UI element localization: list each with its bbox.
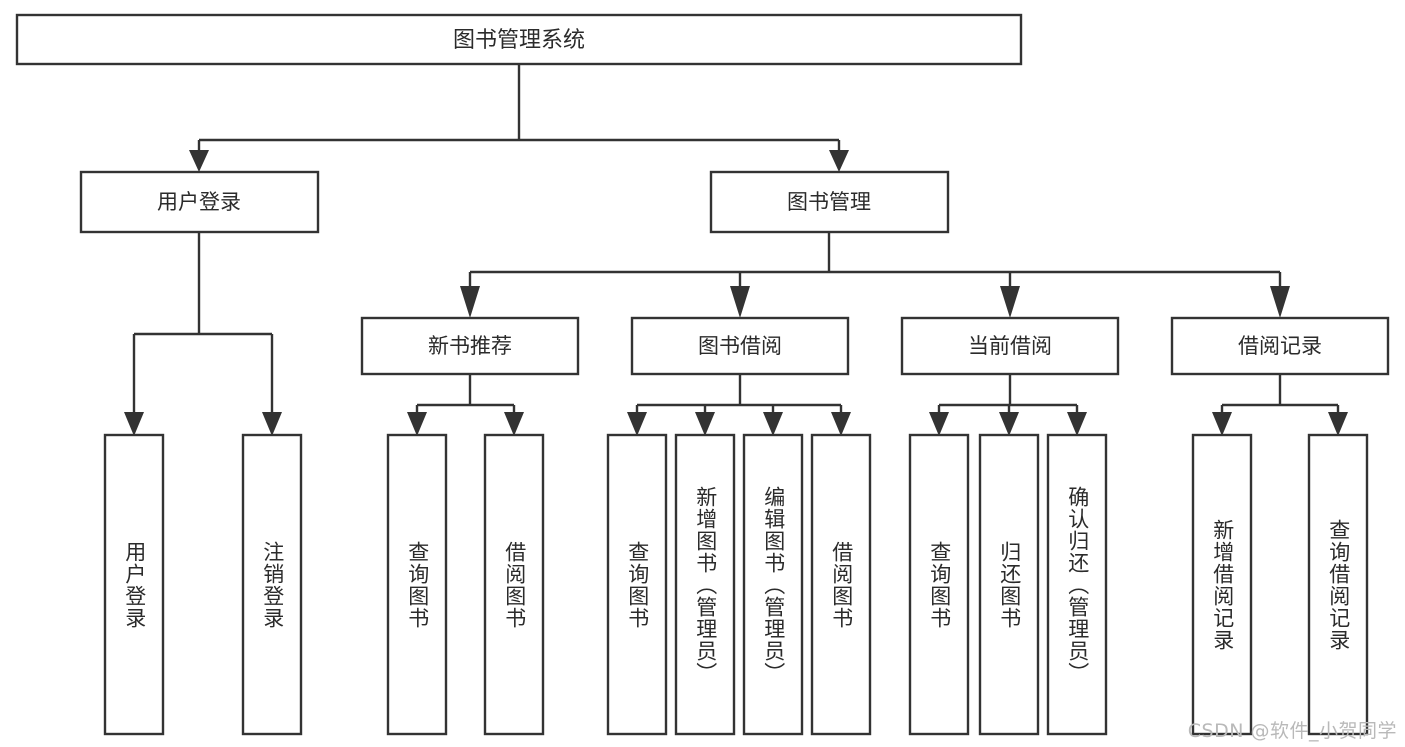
node-box-leaf-borrowrecord-add[interactable] xyxy=(1191,433,1253,736)
arrow-head-leaf-bookborrow-2 xyxy=(695,412,715,436)
node-box-leaf-currentborrow-return[interactable] xyxy=(978,433,1040,736)
node-label-user-login: 用户登录 xyxy=(157,190,241,214)
arrow-head-leaf-currentborrow-3 xyxy=(1067,412,1087,436)
arrow-head-leaf-user-login xyxy=(124,412,144,436)
node-box-leaf-newbook-query[interactable] xyxy=(386,433,448,736)
node-box-leaf-bookborrow-edit[interactable] xyxy=(742,433,804,736)
arrow-head-book-mgmt xyxy=(829,150,849,172)
arrow-head-user-login xyxy=(189,150,209,172)
arrow-head-leaf-currentborrow-1 xyxy=(929,412,949,436)
node-box-leaf-currentborrow-query[interactable] xyxy=(908,433,970,736)
node-label-current-borrow: 当前借阅 xyxy=(968,334,1052,358)
arrow-head-leaf-bookborrow-3 xyxy=(763,412,783,436)
node-label-root: 图书管理系统 xyxy=(453,28,585,53)
connectors-group xyxy=(124,64,1348,436)
arrow-head-borrow-record xyxy=(1270,286,1290,318)
node-box-book-management[interactable] xyxy=(709,170,950,234)
node-box-root[interactable] xyxy=(15,13,1023,66)
node-box-leaf-bookborrow-borrow[interactable] xyxy=(810,433,872,736)
boxes-group: 图书管理系统 用户登录 图书管理 新书推荐 图书借阅 当前借阅 借阅记录 xyxy=(15,13,1390,736)
node-box-leaf-newbook-borrow[interactable] xyxy=(483,433,545,736)
arrow-head-leaf-borrowrecord-2 xyxy=(1328,412,1348,436)
node-box-leaf-bookborrow-add[interactable] xyxy=(674,433,736,736)
node-box-borrow-record[interactable] xyxy=(1170,316,1390,376)
arrow-head-leaf-newbook-1 xyxy=(407,412,427,436)
watermark-text: CSDN @软件_小贺同学 xyxy=(1187,720,1397,742)
arrow-head-leaf-borrowrecord-1 xyxy=(1212,412,1232,436)
arrow-head-new-book-recommend xyxy=(460,286,480,318)
node-box-leaf-currentborrow-confirm[interactable] xyxy=(1046,433,1108,736)
node-box-new-book-recommend[interactable] xyxy=(360,316,580,376)
node-box-book-borrow[interactable] xyxy=(630,316,850,376)
arrow-head-book-borrow xyxy=(730,286,750,318)
node-box-user-login[interactable] xyxy=(79,170,320,234)
node-label-book-management: 图书管理 xyxy=(787,190,871,214)
node-label-book-borrow: 图书借阅 xyxy=(698,334,782,358)
node-label-borrow-record: 借阅记录 xyxy=(1238,334,1322,358)
node-box-leaf-user-login[interactable] xyxy=(103,433,165,736)
node-label-new-book-recommend: 新书推荐 xyxy=(428,334,512,358)
node-box-leaf-bookborrow-query[interactable] xyxy=(606,433,668,736)
arrow-head-leaf-bookborrow-4 xyxy=(831,412,851,436)
node-box-leaf-borrowrecord-query[interactable] xyxy=(1307,433,1369,736)
arrow-head-leaf-bookborrow-1 xyxy=(627,412,647,436)
arrow-head-leaf-currentborrow-2 xyxy=(999,412,1019,436)
node-box-current-borrow[interactable] xyxy=(900,316,1120,376)
node-box-leaf-logout[interactable] xyxy=(241,433,303,736)
arrow-head-leaf-newbook-2 xyxy=(504,412,524,436)
arrow-head-leaf-logout xyxy=(262,412,282,436)
arrow-head-current-borrow xyxy=(1000,286,1020,318)
